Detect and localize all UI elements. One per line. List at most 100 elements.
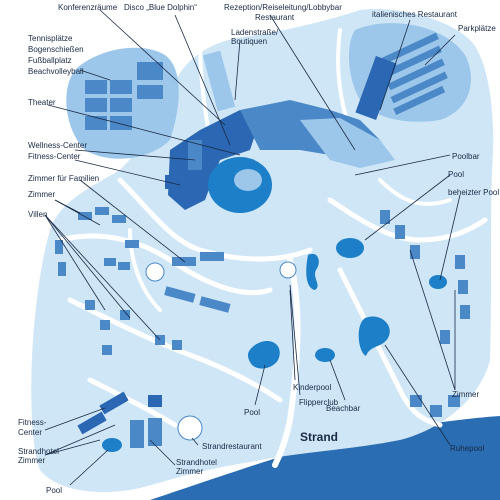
family-room-block: [200, 252, 224, 261]
guest-room-buildings: [55, 207, 470, 448]
villa-block: [104, 258, 116, 266]
label-tennisplaetze: Tennisplätze: [28, 34, 73, 43]
label-ladenstrasse: Ladenstraße/: [231, 28, 279, 37]
label-beheizter-pool: beheizter Pool: [448, 188, 500, 197]
villa-block: [95, 207, 109, 215]
villa-block: [58, 262, 66, 276]
label-strandhotel-right-1: Strandhotel: [176, 458, 217, 467]
label-beachvolleyball: Beachvolleyball: [28, 67, 84, 76]
path-6: [337, 267, 443, 428]
room-block-right: [448, 395, 460, 407]
label-bogenschiessen: Bogenschießen: [28, 45, 84, 54]
label-restaurant: Restaurant: [255, 13, 295, 22]
room-block-right: [410, 395, 422, 407]
path-4: [272, 257, 301, 468]
label-disco: Disco „Blue Dolphin“: [124, 3, 197, 12]
main-wing-left: [168, 110, 260, 210]
path-9: [87, 377, 178, 428]
villa-block: [78, 212, 92, 220]
football-field: [137, 62, 163, 80]
label-fitness-center-beach-2: Center: [18, 428, 43, 437]
beach-hotel-block: [77, 411, 107, 435]
beach-hotel-block: [130, 420, 144, 448]
villa-block: [100, 320, 110, 330]
roundabout-left: [145, 262, 165, 282]
room-block-right: [395, 225, 405, 239]
room-block: [199, 296, 231, 313]
label-strandhotel-left-2: Zimmer: [18, 456, 46, 465]
room-block-right: [455, 255, 465, 269]
room-block-right: [458, 280, 468, 294]
beach-hotel-block: [99, 391, 129, 415]
shopping-street: [202, 50, 236, 112]
villa-block: [102, 345, 112, 355]
label-ruhepool: Ruhepool: [450, 444, 485, 453]
label-fussballplatz: Fußballplatz: [28, 56, 72, 65]
pool-bottom: [102, 438, 122, 452]
parking-lots: [381, 32, 448, 116]
main-hotel-building: [165, 50, 397, 210]
parking-row-3: [387, 58, 445, 91]
parking-row-1: [381, 32, 439, 65]
court-5: [85, 116, 107, 130]
pool-center: [247, 340, 280, 369]
court-1: [85, 80, 107, 94]
label-rezeption: Rezeption/Reiseleitung/Lobbybar: [224, 3, 342, 12]
beach-hotel-block: [148, 418, 162, 446]
label-strandhotel-left-1: Strandhotel: [18, 447, 59, 456]
label-beachbar: Beachbar: [326, 404, 361, 413]
label-zimmer-familien: Zimmer für Familien: [28, 174, 100, 183]
path-5: [327, 197, 488, 243]
parking-row-4: [390, 71, 448, 104]
villa-block: [172, 340, 182, 350]
heated-pool: [429, 275, 447, 289]
room-block-right: [460, 305, 470, 319]
villa-block: [125, 240, 139, 248]
label-boutiquen: Boutiquen: [231, 37, 268, 46]
label-konferenzraeume: Konferenzräume: [58, 3, 118, 12]
italian-restaurant-building: [355, 56, 397, 120]
strandrestaurant-building: [177, 415, 203, 441]
beach-fitness-building: [148, 395, 162, 407]
label-poolbar: Poolbar: [452, 152, 480, 161]
pools: [102, 157, 447, 452]
villa-block: [112, 215, 126, 223]
flipperclub-building: [279, 261, 297, 279]
pool-right: [336, 238, 364, 258]
label-italienisches-restaurant: italienisches Restaurant: [372, 10, 457, 19]
label-theater: Theater: [28, 98, 56, 107]
kinderpool: [306, 253, 319, 290]
villa-block: [118, 262, 130, 270]
court-4: [110, 98, 132, 112]
main-pool-island: [234, 169, 262, 191]
label-pool-center: Pool: [244, 408, 261, 417]
path-11: [378, 178, 452, 206]
label-wellness-center: Wellness-Center: [28, 141, 87, 150]
court-3: [85, 98, 107, 112]
label-strand: Strand: [300, 430, 339, 444]
label-villen: Villen: [28, 210, 48, 219]
resort-grounds: [31, 9, 494, 493]
room-block-right: [440, 330, 450, 344]
label-strandhotel-right-2: Zimmer: [176, 467, 204, 476]
ruhepool: [358, 316, 390, 356]
villa-block: [55, 240, 63, 254]
room-block: [164, 286, 196, 303]
label-zimmer-left: Zimmer: [28, 190, 56, 199]
villa-block: [120, 310, 130, 320]
label-strandrestaurant: Strandrestaurant: [202, 442, 262, 451]
parking-row-5: [393, 85, 446, 116]
path-1: [57, 233, 273, 296]
villa-block: [85, 300, 95, 310]
label-pool-bottom: Pool: [46, 486, 63, 495]
parking-row-2: [384, 45, 442, 78]
sea: [150, 416, 500, 500]
lobby-area: [300, 118, 395, 168]
wellness-building: [188, 140, 202, 170]
label-fitness-center: Fitness-Center: [28, 152, 81, 161]
beachbar-pool: [315, 348, 335, 362]
label-zimmer-right: Zimmer: [452, 390, 480, 399]
path-3: [117, 177, 313, 262]
